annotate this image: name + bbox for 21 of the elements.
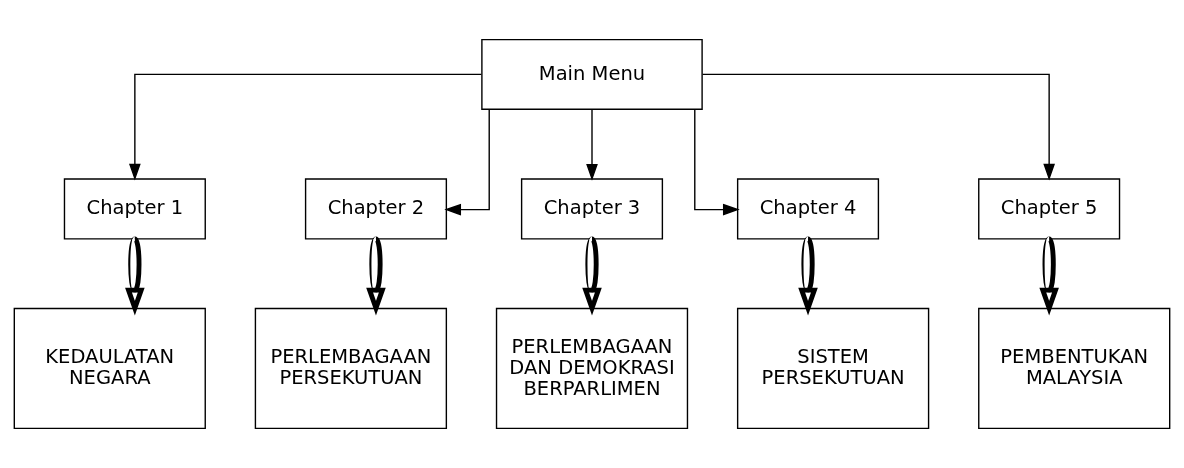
node-box: PEMBENTUKAN MALAYSIA [978, 307, 1171, 430]
arrow [125, 237, 145, 316]
node-box: Chapter 4 [736, 178, 880, 240]
node-box: PERLEMBAGAAN PERSEKUTUAN [254, 307, 448, 430]
arrow [582, 237, 602, 316]
node-box: Chapter 1 [63, 178, 206, 240]
node-box: KEDAULATAN NEGARA [13, 307, 206, 430]
arrow [366, 237, 386, 316]
arrow [129, 73, 483, 181]
node-box: SISTEM PERSEKUTUAN [736, 307, 930, 430]
node-box: Chapter 5 [978, 178, 1121, 240]
arrow [798, 237, 818, 316]
arrow [694, 108, 740, 216]
node-box: Chapter 3 [520, 178, 664, 240]
arrow [701, 73, 1055, 181]
arrow [444, 108, 490, 216]
arrow [1039, 237, 1059, 316]
arrow [586, 108, 598, 181]
node-box: Main Menu [481, 38, 703, 110]
node-box: PERLEMBAGAAN DAN DEMOKRASI BERPARLIMEN [495, 307, 689, 430]
node-box: Chapter 2 [304, 178, 448, 240]
